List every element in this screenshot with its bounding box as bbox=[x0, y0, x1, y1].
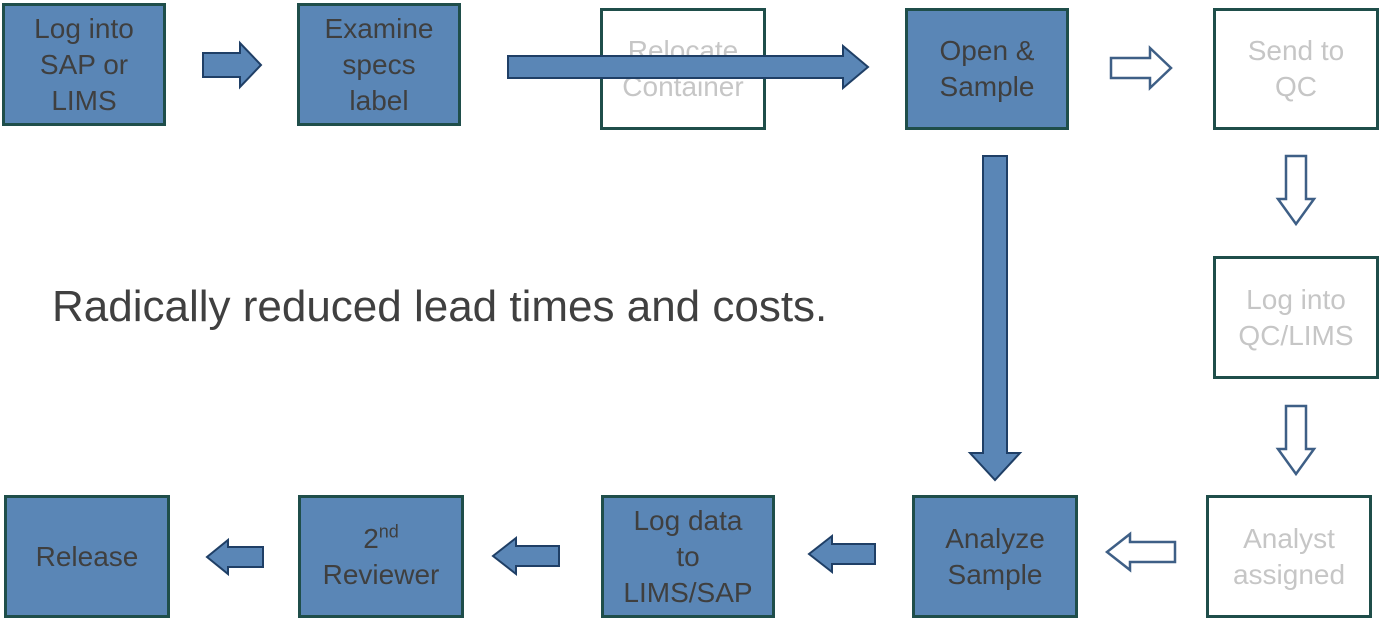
arrow-left-icon bbox=[491, 535, 560, 577]
step-label: Analyst assigned bbox=[1232, 522, 1346, 590]
hollow-arrow-down-icon bbox=[1275, 154, 1317, 227]
step-label: Log into SAP or LIMS bbox=[34, 12, 134, 116]
step-examine-specs: Examine specs label bbox=[297, 3, 461, 126]
arrow-left-icon bbox=[807, 533, 876, 575]
step-log-into-sap: Log into SAP or LIMS bbox=[2, 3, 166, 126]
step-log-data: Log data to LIMS/SAP bbox=[601, 495, 775, 618]
long-arrow-down-icon bbox=[967, 155, 1023, 482]
step-label: Release bbox=[35, 540, 139, 572]
step-label: Send to QC bbox=[1247, 35, 1345, 102]
step-analyst-assigned: Analyst assigned bbox=[1206, 495, 1372, 618]
step-release: Release bbox=[4, 495, 170, 618]
hollow-arrow-right-icon bbox=[1109, 45, 1173, 91]
step-label: Analyze Sample bbox=[945, 522, 1045, 590]
step-label: Log data to LIMS/SAP bbox=[623, 504, 753, 608]
step-send-to-qc: Send to QC bbox=[1213, 8, 1379, 130]
reviewer-word: Reviewer bbox=[322, 558, 440, 590]
step-label: Log into QC/LIMS bbox=[1238, 283, 1354, 351]
step-log-into-qc-lims: Log into QC/LIMS bbox=[1213, 256, 1379, 379]
arrow-right-icon bbox=[202, 40, 263, 90]
step-label: Examine specs label bbox=[324, 12, 434, 116]
hollow-arrow-left-icon bbox=[1104, 531, 1177, 573]
arrow-left-icon bbox=[205, 537, 264, 577]
step-open-sample: Open & Sample bbox=[905, 8, 1069, 130]
ordinal-number: 2 bbox=[363, 522, 379, 554]
step-label: Open & Sample bbox=[939, 35, 1035, 102]
long-arrow-right-icon bbox=[507, 43, 870, 91]
headline: Radically reduced lead times and costs. bbox=[52, 282, 828, 331]
step-analyze-sample: Analyze Sample bbox=[912, 495, 1078, 618]
hollow-arrow-down-icon bbox=[1275, 404, 1317, 477]
ordinal-suffix: nd bbox=[378, 521, 399, 542]
